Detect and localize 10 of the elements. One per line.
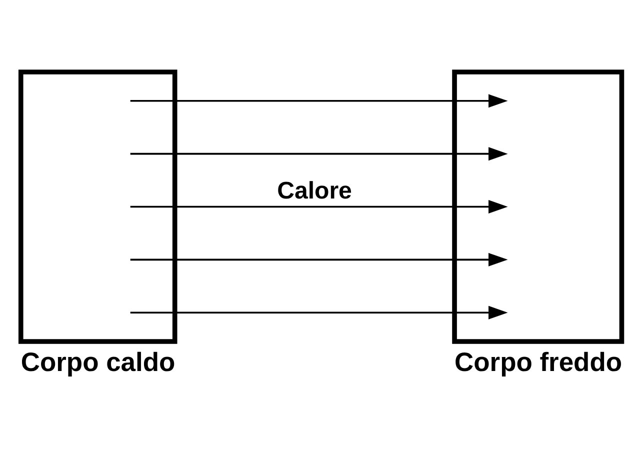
arrow (130, 200, 508, 213)
arrow (130, 94, 508, 108)
node-box (452, 69, 624, 344)
arrow (130, 252, 508, 266)
arrow (130, 146, 508, 160)
edge-label: Calore (277, 176, 352, 204)
arrow (130, 305, 508, 319)
node-label: Corpo caldo (20, 346, 176, 377)
node-label: Corpo freddo (454, 346, 622, 377)
node-box (18, 69, 178, 344)
